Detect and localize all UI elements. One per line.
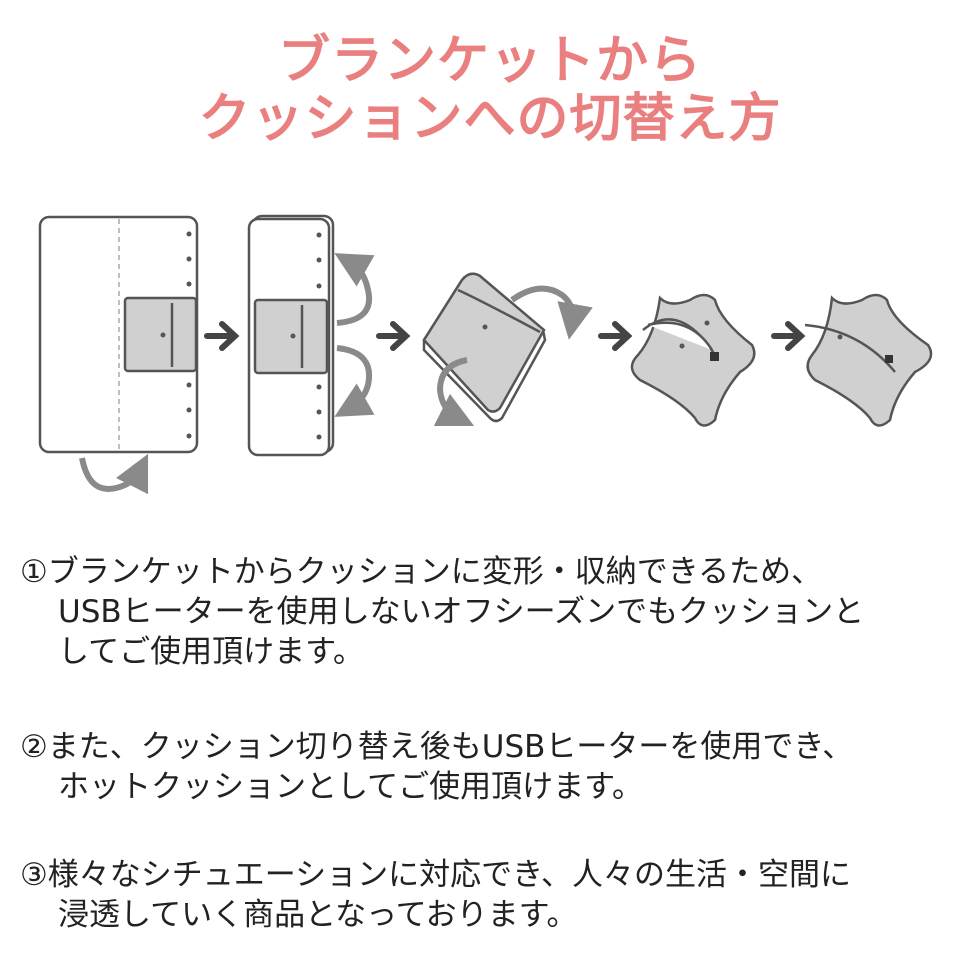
folding-diagram — [38, 214, 933, 495]
cushion-open-illustration — [630, 293, 756, 427]
paragraph-line: ③様々なシチュエーションに対応でき、人々の生活・空間に — [20, 857, 851, 893]
fold-arrow-icon — [79, 453, 149, 495]
paragraph-line: ①ブランケットからクッションに変形・収納できるため、 — [20, 554, 823, 590]
description-paragraph-1: ①ブランケットからクッションに変形・収納できるため、 USBヒーターを使用しない… — [20, 552, 864, 672]
paragraph-line: してご使用頂けます。 — [58, 634, 364, 670]
paragraph-line: ②また、クッション切り替え後もUSBヒーターを使用でき、 — [20, 729, 854, 765]
cushion-closed-illustration — [804, 293, 933, 427]
right-arrow-icon — [204, 321, 240, 351]
rotate-arrow-icon — [510, 285, 593, 340]
rotate-arrow-icon — [433, 357, 475, 427]
folded-square-illustration — [422, 272, 547, 423]
right-arrow-icon — [598, 321, 633, 351]
title-line-1: ブランケットから — [277, 31, 702, 91]
paragraph-line: ホットクッションとしてご使用頂けます。 — [58, 769, 643, 805]
fold-down-arrow-icon — [334, 345, 375, 417]
description-paragraph-3: ③様々なシチュエーションに対応でき、人々の生活・空間に 浸透していく商品となって… — [20, 855, 851, 935]
right-arrow-icon — [376, 321, 411, 351]
right-arrow-icon — [771, 321, 806, 351]
description-paragraph-2: ②また、クッション切り替え後もUSBヒーターを使用でき、 ホットクッションとして… — [20, 727, 853, 807]
paragraph-line: 浸透していく商品となっております。 — [58, 897, 578, 933]
blanket-folded-illustration — [247, 214, 335, 457]
blanket-open-illustration — [38, 215, 199, 454]
paragraph-line: USBヒーターを使用しないオフシーズンでもクッションと — [58, 594, 865, 630]
fold-up-arrow-icon — [334, 253, 375, 326]
title-line-2: クッションへの切替え方 — [198, 89, 782, 149]
